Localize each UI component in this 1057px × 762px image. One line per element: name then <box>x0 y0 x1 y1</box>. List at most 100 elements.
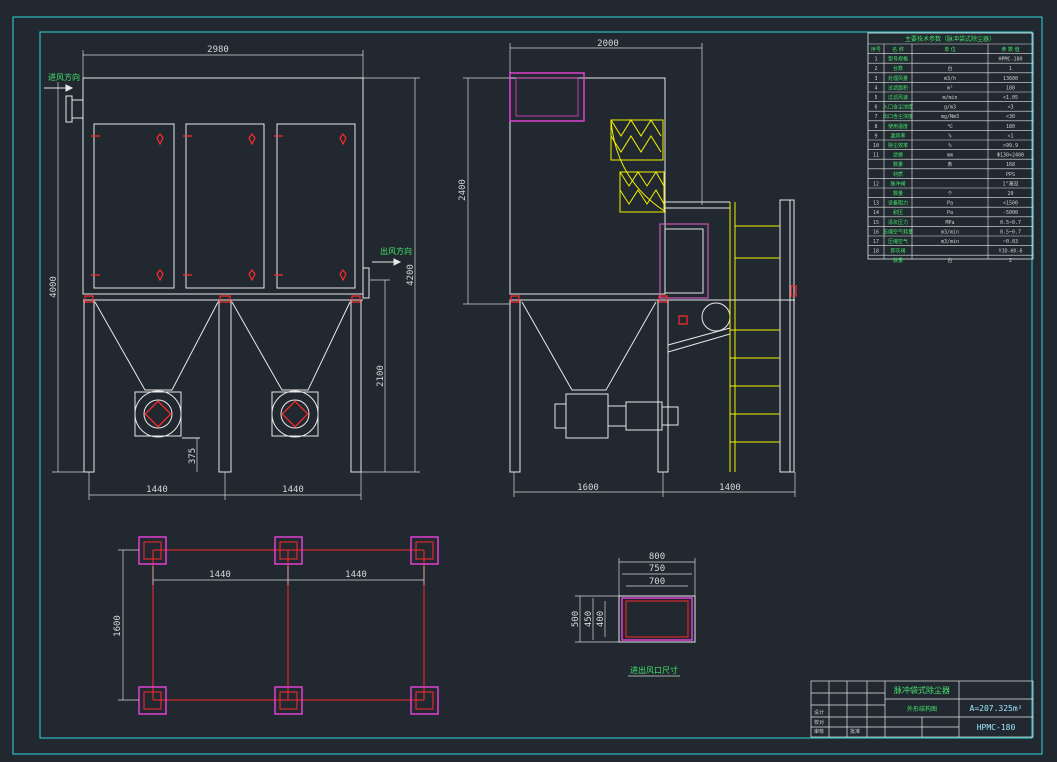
side-dim-base-left: 1600 <box>577 483 599 493</box>
front-door-1 <box>93 123 175 289</box>
front-red-details <box>84 133 361 428</box>
param-cell-name: 使用温度 <box>888 123 908 130</box>
param-cell-value: <1500 <box>1003 201 1018 207</box>
front-dimensions <box>52 50 420 500</box>
plan-foot-5 <box>274 686 303 715</box>
title-row-approve: 批准 <box>850 728 860 735</box>
plan-view <box>118 536 439 715</box>
param-cell-value: Φ130×2400 <box>997 153 1024 159</box>
param-cell-name: 漏风率 <box>890 132 905 139</box>
param-cell-unit: m3/min <box>941 229 959 235</box>
side-hatch <box>659 223 709 299</box>
param-header-cell: 单 位 <box>944 46 956 53</box>
param-cell-name: 数量 <box>893 190 903 197</box>
front-hopper-1 <box>94 301 219 391</box>
param-cell-name: 耐压 <box>893 209 903 216</box>
param-cell-no: 17 <box>873 239 879 245</box>
side-red-details <box>510 285 797 325</box>
side-magenta-details <box>509 72 709 299</box>
outlet-dim-400: 400 <box>596 611 606 627</box>
side-hopper <box>521 301 657 391</box>
side-dim-upper-height: 2400 <box>458 179 468 201</box>
front-leg-1 <box>83 299 95 473</box>
param-cell-name: 材质 <box>893 171 903 178</box>
param-cell-name: 数量 <box>893 257 903 264</box>
title-block <box>810 680 1034 738</box>
front-door-3 <box>276 123 356 289</box>
side-dim-base-right: 1400 <box>719 483 741 493</box>
param-cell-no: 16 <box>873 229 879 235</box>
param-cell-unit: 条 <box>947 161 952 168</box>
title-row-design: 设计 <box>814 709 824 716</box>
outlet-dim-800: 800 <box>649 552 665 562</box>
inner-border <box>39 31 1033 739</box>
param-cell-unit: Pa <box>947 210 953 216</box>
param-cell-unit: MPa <box>945 220 954 226</box>
inlet-label: 进风方向 <box>48 72 80 82</box>
outlet-frame-750 <box>621 597 693 641</box>
param-cell-unit: ℃ <box>947 124 953 130</box>
side-dim-top-width: 2000 <box>597 39 619 49</box>
outlet-caption: 进出风口尺寸 <box>630 665 678 675</box>
title-company: 脉冲袋式除尘器 <box>894 685 950 695</box>
param-cell-value: 1 <box>1009 66 1012 72</box>
param-header-cell: 参 数 值 <box>1001 46 1019 53</box>
title-row-review: 审核 <box>814 728 824 735</box>
front-door-2 <box>185 123 265 289</box>
param-cell-unit: m3/h <box>944 76 956 82</box>
param-cell-name: 数量 <box>893 161 903 168</box>
param-cell-unit: Pa <box>947 201 953 207</box>
outlet-dim-450: 450 <box>584 611 594 627</box>
param-cell-value: 20 <box>1007 191 1013 197</box>
side-view <box>509 77 795 473</box>
plan-foot-3 <box>410 536 439 565</box>
front-leg-2 <box>218 299 232 473</box>
param-cell-name: 型号规格 <box>888 56 908 63</box>
side-valve-body <box>565 393 609 439</box>
side-dimensions <box>463 43 796 497</box>
front-outlet-flange <box>362 267 370 299</box>
front-dim-375: 375 <box>188 448 198 464</box>
param-cell-unit: mm <box>947 153 953 159</box>
side-inlet-frame-outer <box>509 72 585 122</box>
front-dim-height: 4000 <box>49 276 59 298</box>
front-valve-2-outer <box>271 390 319 438</box>
plan-foot-6 <box>410 686 439 715</box>
side-pulse-tank <box>701 302 731 332</box>
title-model: HPMC-180 <box>977 723 1016 732</box>
param-cell-name: 处理风量 <box>888 75 908 82</box>
side-ladder-post <box>779 199 795 473</box>
param-cell-value: 180 <box>1006 85 1015 91</box>
param-cell-no: 2 <box>874 66 877 72</box>
plan-foot-1 <box>138 536 167 565</box>
param-cell-value: YJD-HX-6 <box>998 249 1022 255</box>
front-view <box>65 77 370 473</box>
outlet-dim-750: 750 <box>649 564 665 574</box>
param-cell-value: 2 <box>1009 258 1012 264</box>
side-yellow-details <box>610 119 780 472</box>
param-cell-unit: m/min <box>942 95 957 101</box>
param-cell-unit: mg/Nm3 <box>941 114 959 120</box>
title-drawing-name: 外形结构图 <box>907 705 937 713</box>
param-cell-value: >99.9 <box>1003 143 1018 149</box>
param-cell-no: 5 <box>874 95 877 101</box>
plan-foot-4 <box>138 686 167 715</box>
param-cell-unit: % <box>948 143 951 149</box>
param-cell-name: 过滤面积 <box>888 84 908 91</box>
param-cell-value: <1.05 <box>1003 95 1018 101</box>
front-dim-width: 2980 <box>207 45 229 55</box>
param-cell-no: 18 <box>873 249 879 255</box>
plan-dim-span-left: 1440 <box>209 570 231 580</box>
param-cell-name: 入口含尘浓度 <box>883 104 913 111</box>
plan-foot-2 <box>274 536 303 565</box>
param-cell-value: -5000 <box>1003 210 1018 216</box>
param-cell-value: 168 <box>1006 162 1015 168</box>
param-cell-name: 卸灰阀 <box>890 248 905 255</box>
param-cell-unit: 个 <box>947 191 952 197</box>
outlet-dim-700: 700 <box>649 577 665 587</box>
param-cell-no: 3 <box>874 76 877 82</box>
param-table-title: 主要技术参数（脉冲袋式除尘器） <box>905 35 995 43</box>
param-cell-unit: m² <box>947 85 953 91</box>
